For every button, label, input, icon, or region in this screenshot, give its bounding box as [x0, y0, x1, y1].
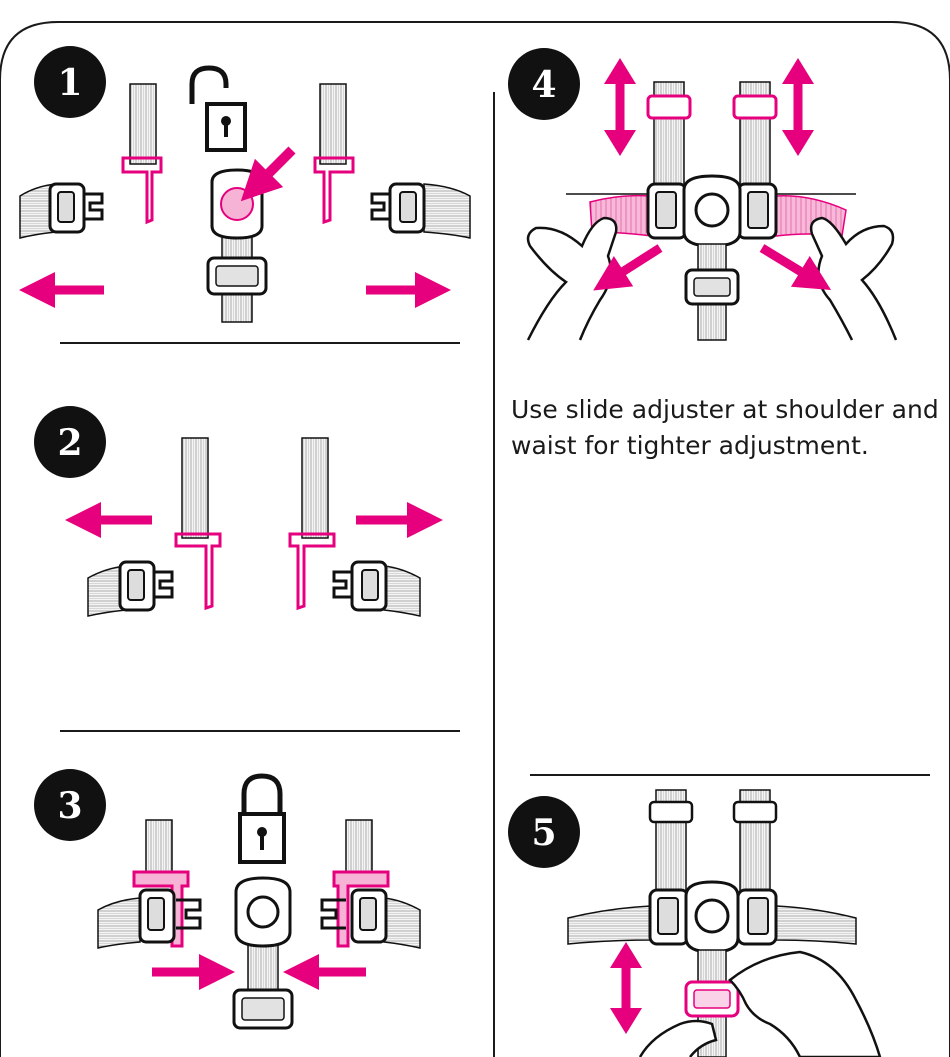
- right-assembly: [320, 819, 421, 949]
- caption-line-2: waist for tighter adjustment.: [511, 431, 869, 460]
- right-waist-strap: [775, 905, 857, 945]
- left-hand: [526, 216, 618, 341]
- step-3-badge: 3: [34, 769, 106, 841]
- upper-hand: [728, 950, 882, 1057]
- step-4-panel: 4: [508, 48, 898, 341]
- right-slide-adjuster: [732, 94, 778, 120]
- svg-text:2: 2: [57, 422, 82, 464]
- right-hand: [809, 216, 898, 341]
- right-slide-adjuster: [732, 800, 778, 824]
- left-assembly: [97, 819, 202, 949]
- svg-text:3: 3: [57, 785, 82, 827]
- vertical-double-arrow: [610, 942, 642, 1034]
- padlock-closed-icon: [238, 773, 286, 864]
- left-vertical-double-arrow: [604, 58, 636, 156]
- left-waist-buckle: [87, 560, 174, 617]
- svg-text:5: 5: [531, 812, 556, 854]
- padlock-open-icon: [189, 65, 247, 152]
- step-2-panel: 2: [34, 406, 443, 617]
- svg-text:4: 4: [531, 64, 556, 106]
- svg-text:1: 1: [57, 62, 82, 104]
- step-2-badge: 2: [34, 406, 106, 478]
- left-waist-buckle: [19, 182, 104, 239]
- right-waist-buckle: [370, 182, 471, 239]
- left-shoulder-strap: [121, 83, 163, 225]
- step-5-badge: 5: [508, 796, 580, 868]
- outer-frame: [0, 21, 950, 1057]
- left-waist-strap: [567, 905, 653, 945]
- left-shoulder-strap: [174, 437, 222, 611]
- right-shoulder-strap: [288, 437, 336, 611]
- harness-buckle: [646, 174, 778, 341]
- pull-down-left-arrow: [593, 244, 663, 291]
- left-slide-adjuster: [648, 800, 694, 824]
- right-waist-buckle: [332, 560, 421, 617]
- right-vertical-double-arrow: [782, 58, 814, 156]
- caption-line-1: Use slide adjuster at shoulder and: [511, 395, 939, 424]
- step-1-panel: 1: [19, 46, 471, 323]
- center-buckle: [232, 876, 294, 1030]
- step-4-badge: 4: [508, 48, 580, 120]
- crotch-slide-inner: [693, 989, 731, 1009]
- press-arrow: [240, 146, 296, 202]
- lower-hand: [638, 1019, 718, 1057]
- step-1-badge: 1: [34, 46, 106, 118]
- center-buckle-release: [206, 168, 268, 323]
- pull-down-right-arrow: [759, 244, 832, 291]
- step-5-panel: 5: [508, 789, 882, 1057]
- right-shoulder-strap: [313, 83, 355, 225]
- left-slide-adjuster: [646, 94, 692, 120]
- step-3-panel: 3: [34, 769, 421, 1030]
- step-4-caption: Use slide adjuster at shoulder and waist…: [511, 392, 941, 464]
